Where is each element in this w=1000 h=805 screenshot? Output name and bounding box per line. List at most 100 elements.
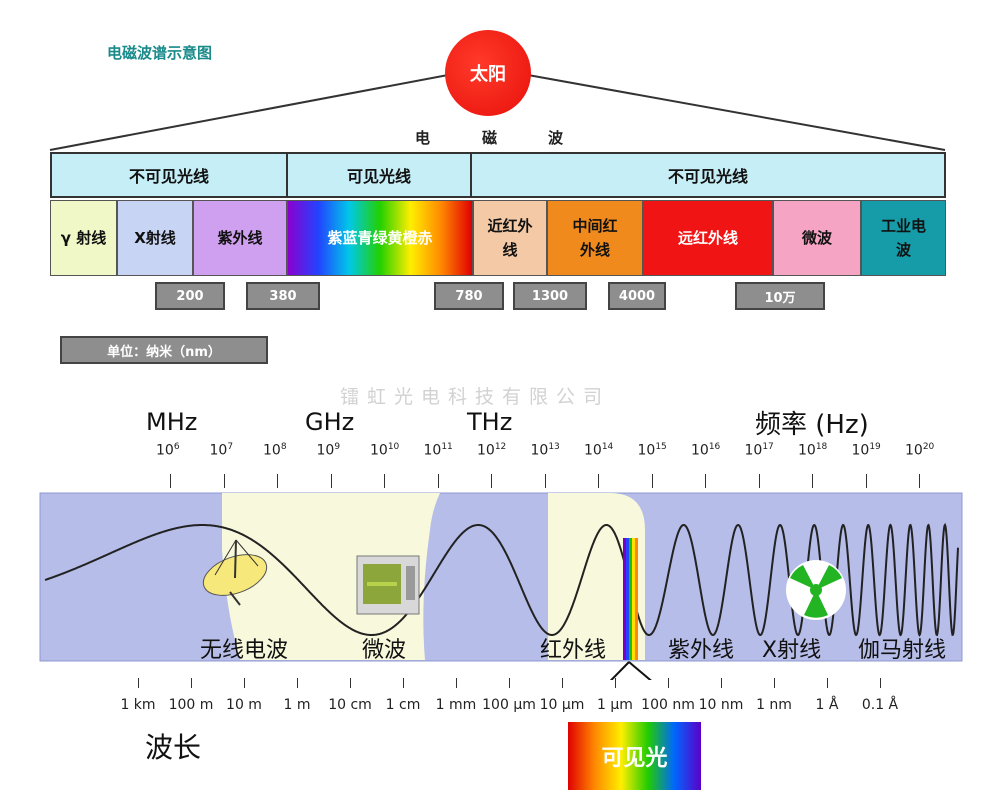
freq-tick-mark xyxy=(544,474,546,488)
wavelength-tick-mark xyxy=(509,678,510,688)
freq-tick-label: 1015 xyxy=(637,442,667,459)
segment-xray: X射线 xyxy=(117,200,193,276)
freq-axis-label: 频率 (Hz) xyxy=(755,410,869,440)
band-invisible-right: 不可见光线 xyxy=(470,152,946,198)
diagram-title: 电磁波谱示意图 xyxy=(107,44,213,62)
wavelength-tick-mark xyxy=(721,678,722,688)
wavelength-tick-label: 10 μm xyxy=(539,697,585,713)
freq-tick-label: 1016 xyxy=(691,442,721,459)
freq-tick-mark xyxy=(919,474,920,488)
freq-tick-label: 1010 xyxy=(370,442,400,459)
segment-far-ir: 远红外线 xyxy=(643,200,773,276)
band-visible: 可见光线 xyxy=(286,152,472,198)
freq-tick-label: 106 xyxy=(156,442,180,459)
wavelength-tick-mark xyxy=(456,678,457,688)
freq-tick-label: 1014 xyxy=(584,442,614,459)
nm-value-380: 380 xyxy=(246,282,320,310)
sun: 太阳 xyxy=(445,30,531,116)
freq-tick-mark xyxy=(330,474,332,488)
label-xray: X射线 xyxy=(762,638,822,663)
nm-value-780: 780 xyxy=(434,282,504,310)
segment-gamma: γ 射线 xyxy=(50,200,117,276)
freq-tick-mark xyxy=(223,474,225,488)
wavelength-tick-label: 1 cm xyxy=(385,697,421,713)
wavelength-tick-label: 100 nm xyxy=(641,697,695,713)
freq-tick-mark xyxy=(758,474,760,488)
wavelength-tick-label: 100 m xyxy=(168,697,214,713)
segment-uv: 紫外线 xyxy=(193,200,287,276)
radiation-icon xyxy=(786,560,846,620)
em-char-2: 磁 xyxy=(482,129,498,147)
label-infrared: 红外线 xyxy=(540,638,607,663)
wavelength-tick-mark xyxy=(191,678,192,688)
visible-light-label: 可见光 xyxy=(601,746,668,771)
wavelength-tick-label: 1 nm xyxy=(756,697,792,713)
wavelength-tick-mark xyxy=(297,678,298,688)
freq-unit-mhz: MHz xyxy=(146,408,198,436)
wavelength-tick-label: 0.1 Å xyxy=(861,697,899,713)
freq-unit-thz: THz xyxy=(467,408,513,436)
freq-tick-mark xyxy=(170,474,171,488)
nm-value-4000: 4000 xyxy=(608,282,666,310)
em-char-3: 波 xyxy=(548,129,564,147)
label-radio-waves: 无线电波 xyxy=(200,638,289,663)
freq-tick-label: 1019 xyxy=(851,442,881,459)
freq-tick-mark xyxy=(384,474,385,488)
wavelength-tick-mark xyxy=(615,678,616,688)
freq-tick-mark xyxy=(651,474,653,488)
freq-unit-ghz: GHz xyxy=(305,408,355,436)
wavelength-tick-mark xyxy=(138,678,139,688)
freq-tick-label: 108 xyxy=(263,442,287,459)
wavelength-tick-mark xyxy=(562,678,563,688)
freq-tick-label: 1017 xyxy=(744,442,774,459)
wavelength-tick-mark xyxy=(668,678,669,688)
freq-tick-mark xyxy=(812,474,813,488)
wavelength-tick-label: 10 nm xyxy=(698,697,744,713)
unit-label: 单位：纳米（nm） xyxy=(60,336,268,364)
freq-tick-label: 107 xyxy=(209,442,234,459)
freq-tick-mark xyxy=(598,474,599,488)
wavelength-tick-label: 1 μm xyxy=(597,697,633,713)
sun-label: 太阳 xyxy=(470,64,506,85)
wavelength-tick-mark xyxy=(350,678,351,688)
label-microwave: 微波 xyxy=(362,638,407,663)
segment-near-ir: 近红外线 xyxy=(473,200,547,276)
wavelength-tick-mark xyxy=(827,678,828,688)
wavelength-tick-mark xyxy=(403,678,404,688)
visible-strip xyxy=(623,538,638,660)
freq-tick-mark xyxy=(865,474,867,488)
wavelength-tick-label: 100 μm xyxy=(482,697,536,713)
wavelength-tick-label: 1 km xyxy=(120,697,156,713)
wavelength-tick-label: 1 Å xyxy=(815,697,839,713)
segment-industrial: 工业电波 xyxy=(861,200,946,276)
segment-mid-ir: 中间红外线 xyxy=(547,200,643,276)
spectrum-panel xyxy=(39,492,963,680)
band-invisible-left: 不可见光线 xyxy=(50,152,288,198)
wavelength-tick-mark xyxy=(880,678,881,688)
freq-tick-label: 1020 xyxy=(905,442,935,459)
wavelength-tick-label: 10 cm xyxy=(328,697,372,713)
antenna-icon xyxy=(202,539,268,606)
label-gamma-ray: 伽马射线 xyxy=(858,638,947,663)
sun-rays xyxy=(49,74,946,151)
freq-tick-label: 1011 xyxy=(423,442,453,459)
freq-tick-label: 109 xyxy=(316,442,341,459)
freq-tick-mark xyxy=(491,474,492,488)
wavelength-tick-label: 10 m xyxy=(226,697,262,713)
freq-tick-label: 1012 xyxy=(477,442,507,459)
nm-value-200: 200 xyxy=(155,282,225,310)
nm-value-100k: 10万 xyxy=(735,282,825,310)
freq-tick-label: 1013 xyxy=(530,442,560,459)
wavelength-tick-label: 1 m xyxy=(283,697,311,713)
wavelength-axis-label: 波长 xyxy=(145,731,202,764)
freq-tick-mark xyxy=(437,474,439,488)
segment-microwave: 微波 xyxy=(773,200,861,276)
label-ultraviolet: 紫外线 xyxy=(668,638,735,663)
wavelength-tick-mark xyxy=(244,678,245,688)
freq-tick-label: 1018 xyxy=(798,442,828,459)
freq-tick-mark xyxy=(277,474,278,488)
watermark: 镭虹光电科技有限公司 xyxy=(340,386,611,408)
wavelength-tick-mark xyxy=(774,678,775,688)
freq-tick-mark xyxy=(705,474,706,488)
em-char-1: 电 xyxy=(415,129,431,147)
